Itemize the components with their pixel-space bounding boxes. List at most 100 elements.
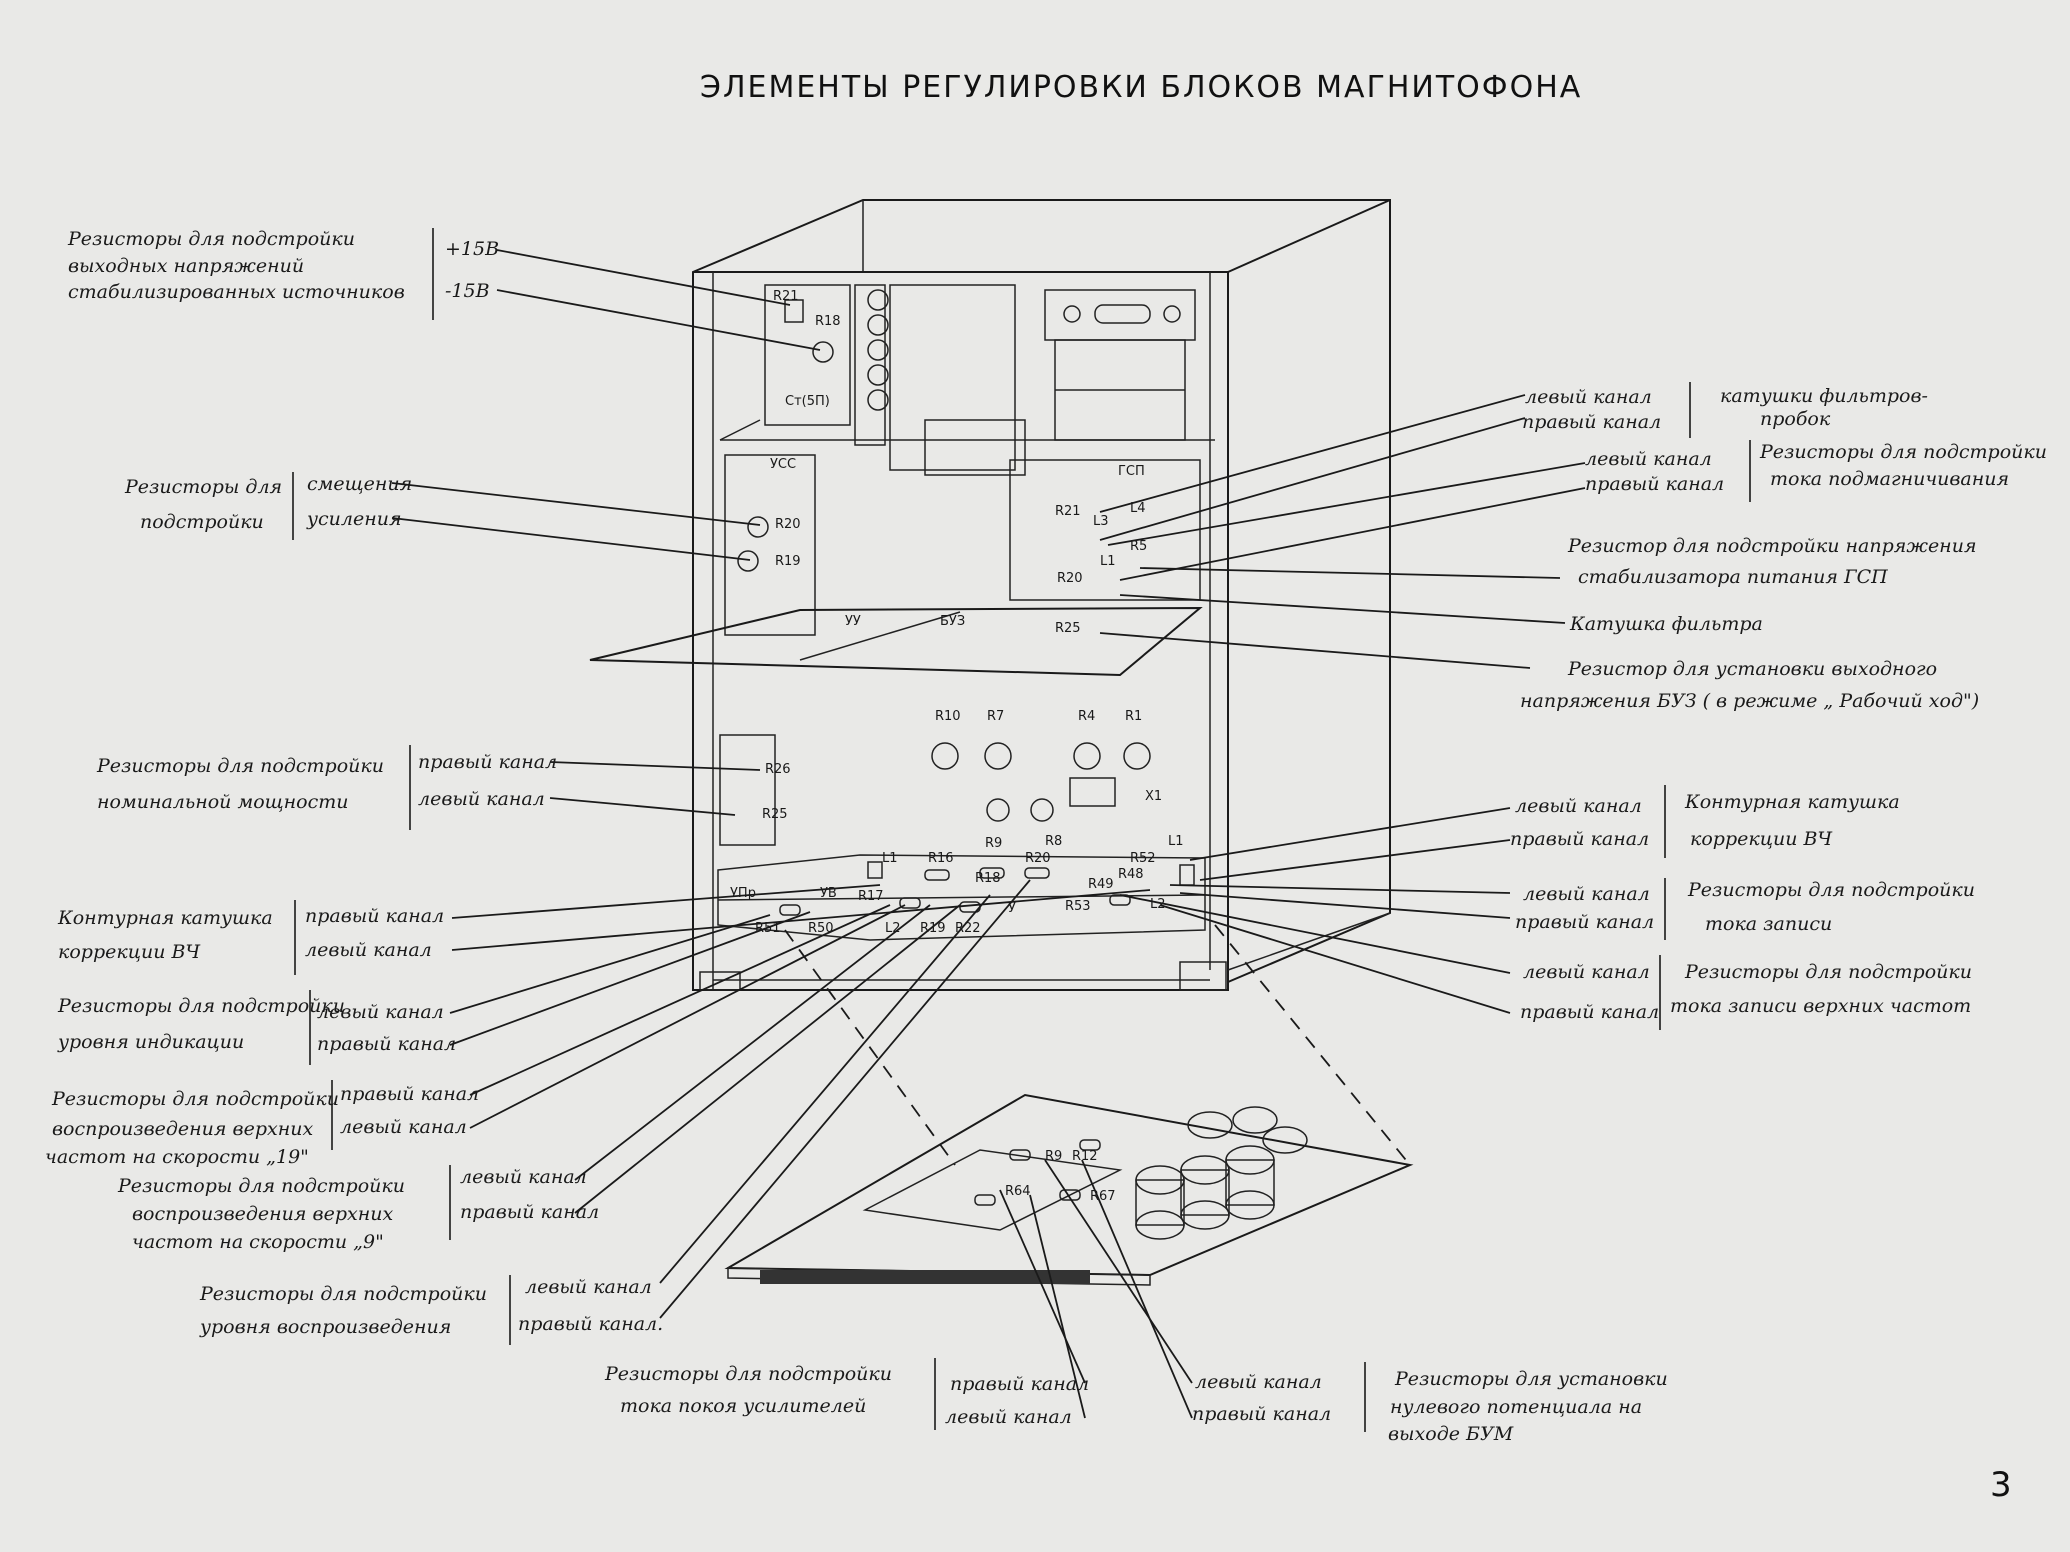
stab-line-3: стабилизированных источников [68, 281, 405, 303]
label-L1c: L1 [1168, 834, 1184, 849]
playlvl-option-2: правый канал. [518, 1313, 663, 1335]
label-L1b: L1 [882, 851, 898, 866]
annotation-indication-resistors: Резисторы для подстройки уровня индикаци… [57, 990, 456, 1065]
magn-line-2: тока подмагничивания [1770, 468, 2009, 490]
hfcoil-line-2: коррекции ВЧ [58, 941, 201, 963]
annotation-hf-coil-left: Контурная катушка коррекции ВЧ правый ка… [57, 900, 444, 975]
indic-line-2: уровня индикации [57, 1031, 244, 1053]
annotation-record-current-resistors: левый канал правый канал Резисторы для п… [1515, 878, 1975, 940]
hf2-channel-2: правый канал [1510, 828, 1649, 850]
label-R8: R8 [1045, 834, 1062, 849]
coil-line-1: Катушка фильтра [1569, 613, 1763, 635]
label-R26: R26 [765, 762, 791, 777]
playlvl-line-2: уровня воспроизведения [199, 1316, 451, 1338]
label-Cm: Ст(5П) [785, 394, 830, 409]
annotation-playback-level-resistors: Резисторы для подстройки уровня воспроиз… [199, 1275, 663, 1345]
label-R25b: R25 [762, 807, 788, 822]
rechf-line-1: Резисторы для подстройки [1684, 961, 1972, 983]
stab-line-2: выходных напряжений [68, 255, 304, 277]
hfcoil-line-1: Контурная катушка [57, 907, 273, 929]
label-R18b: R18 [975, 871, 1001, 886]
label-UPr: УПр [730, 886, 756, 901]
label-R12: R12 [1072, 1149, 1098, 1164]
quiescent-option-1: правый канал [950, 1373, 1089, 1395]
zero-line-1: Резисторы для установки [1394, 1368, 1668, 1390]
play9-line-3: частот на скорости „9" [132, 1231, 384, 1253]
rec-channel-1: левый канал [1523, 883, 1650, 905]
play19-option-1: правый канал [340, 1083, 479, 1105]
label-USS: УСС [770, 457, 796, 472]
rec-line-1: Резисторы для подстройки [1687, 879, 1975, 901]
label-R21: R21 [773, 289, 799, 304]
label-R17: R17 [858, 889, 884, 904]
label-R64: R64 [1005, 1184, 1031, 1199]
zero-line-3: выходе БУМ [1388, 1423, 1514, 1445]
annotation-filter-coil: Катушка фильтра [1569, 613, 1763, 635]
label-UU: УУ [845, 614, 861, 629]
label-BUZ: БУЗ [940, 614, 965, 629]
annotation-gsp-resistor: Резистор для подстройки напряжения стаби… [1567, 535, 1977, 588]
power-option-1: правый канал [418, 751, 557, 773]
zero-channel-1: левый канал [1195, 1371, 1322, 1393]
page-number: 3 [1990, 1465, 2012, 1505]
label-GSP: ГСП [1118, 464, 1145, 479]
annotation-record-hf-resistors: левый канал правый канал Резисторы для п… [1520, 955, 1972, 1030]
label-R49: R49 [1088, 877, 1114, 892]
amplifier-board-drawing [724, 924, 1414, 1286]
indic-option-1: левый канал [317, 1001, 444, 1023]
label-R10: R10 [935, 709, 961, 724]
stab-line-1: Резисторы для подстройки [67, 228, 355, 250]
label-Y: У [1008, 901, 1016, 916]
play19-line-3: частот на скорости „19" [45, 1146, 309, 1168]
label-R52: R52 [1130, 851, 1156, 866]
label-R21b: R21 [1055, 504, 1081, 519]
quiescent-line-1: Резисторы для подстройки [604, 1363, 892, 1385]
annotation-bias-current-resistors: левый канал правый канал Резисторы для п… [1585, 440, 2047, 502]
filt-channel-1: левый канал [1525, 386, 1652, 408]
label-R1: R1 [1125, 709, 1142, 724]
play9-line-2: воспроизведения верхних [132, 1203, 393, 1225]
label-L2: L2 [885, 921, 901, 936]
magn-channel-1: левый канал [1585, 448, 1712, 470]
hf2-line-2: коррекции ВЧ [1690, 828, 1833, 850]
label-R50: R50 [808, 921, 834, 936]
rec-channel-2: правый канал [1515, 911, 1654, 933]
hfcoil-option-1: правый канал [305, 905, 444, 927]
annotation-zero-potential-resistors: левый канал правый канал Резисторы для у… [1192, 1362, 1668, 1445]
label-R5: R5 [1130, 539, 1147, 554]
label-R22: R22 [955, 921, 981, 936]
gsp-line-2: стабилизатора питания ГСП [1578, 566, 1888, 588]
label-R7: R7 [987, 709, 1004, 724]
label-R9b: R9 [1045, 1149, 1062, 1164]
hf2-line-1: Контурная катушка [1684, 791, 1900, 813]
label-R4: R4 [1078, 709, 1095, 724]
buz-line-2: напряжения БУЗ ( в режиме „ Рабочий ход"… [1520, 690, 1979, 712]
rec-line-2: тока записи [1705, 913, 1832, 935]
label-R20: R20 [775, 517, 801, 532]
label-L3: L3 [1093, 514, 1109, 529]
label-R16: R16 [928, 851, 954, 866]
filt-channel-2: правый канал [1522, 411, 1661, 433]
stab-option-minus15: -15В [445, 280, 490, 302]
annotation-stabilizer-resistors: Резисторы для подстройки выходных напряж… [67, 228, 499, 320]
label-R20c: R20 [1025, 851, 1051, 866]
cabinet-drawing [589, 199, 1391, 991]
gsp-line-1: Резистор для подстройки напряжения [1567, 535, 1977, 557]
page-title: ЭЛЕМЕНТЫ РЕГУЛИРОВКИ БЛОКОВ МАГНИТОФОНА [700, 70, 1582, 105]
stab-option-plus15: +15В [445, 238, 499, 260]
bias-line-2: подстройки [140, 511, 264, 533]
annotation-bias-gain-resistors: Резисторы для подстройки смещения усилен… [124, 472, 412, 540]
label-R20b: R20 [1057, 571, 1083, 586]
magn-line-1: Резисторы для подстройки [1759, 441, 2047, 463]
label-L1: L1 [1100, 554, 1116, 569]
label-R53: R53 [1065, 899, 1091, 914]
annotation-quiescent-resistors: Резисторы для подстройки тока покоя усил… [604, 1358, 1089, 1430]
annotation-hf-coil-right: левый канал правый канал Контурная катуш… [1510, 785, 1900, 858]
quiescent-line-2: тока покоя усилителей [620, 1395, 866, 1417]
indic-line-1: Резисторы для подстройки [57, 995, 345, 1017]
play19-line-1: Резисторы для подстройки [51, 1088, 339, 1110]
quiescent-option-2: левый канал [945, 1406, 1072, 1428]
hfcoil-option-2: левый канал [305, 939, 432, 961]
buz-line-1: Резистор для установки выходного [1567, 658, 1937, 680]
play9-option-1: левый канал [460, 1166, 587, 1188]
